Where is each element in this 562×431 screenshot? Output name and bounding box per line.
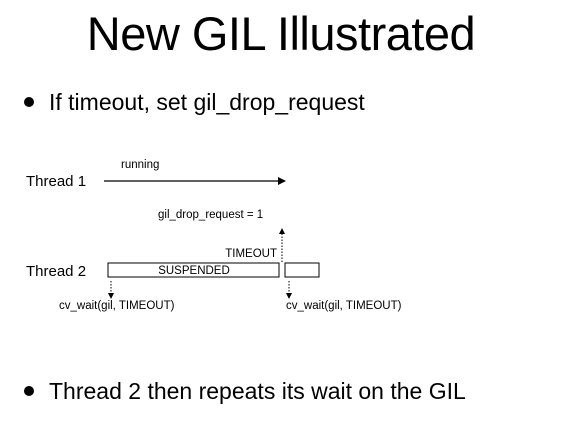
slide-title: New GIL Illustrated [86, 7, 476, 60]
bullet-item: If timeout, set gil_drop_request [24, 88, 365, 116]
cv-wait-label-2: cv_wait(gil, TIMEOUT) [286, 300, 402, 312]
cv-wait-label-1: cv_wait(gil, TIMEOUT) [59, 300, 175, 312]
suspended-box-repeat [284, 262, 320, 278]
bullet-text: If timeout, set gil_drop_request [49, 89, 365, 115]
running-label: running [121, 159, 159, 171]
timeout-label: TIMEOUT [225, 248, 277, 260]
bullet-text: Thread 2 then repeats its wait on the GI… [49, 378, 466, 404]
bullet-item: Thread 2 then repeats its wait on the GI… [24, 377, 466, 405]
suspended-label: SUSPENDED [158, 265, 230, 277]
bullet-dot-icon [24, 97, 34, 107]
bullet-dot-icon [24, 386, 34, 396]
thread-1-label: Thread 1 [26, 173, 86, 190]
thread-2-label: Thread 2 [26, 263, 86, 280]
gil-drop-request-label: gil_drop_request = 1 [158, 209, 263, 221]
suspended-box [107, 262, 280, 278]
